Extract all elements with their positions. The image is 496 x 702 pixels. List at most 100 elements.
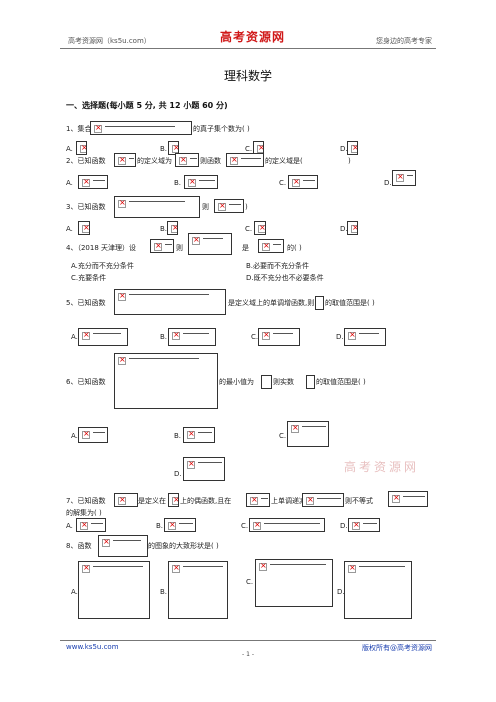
q6-option-d-label: D.	[174, 470, 182, 478]
q6-option-b-image	[183, 427, 215, 443]
broken-image-icon	[172, 563, 180, 573]
q2-text-e: )	[348, 157, 351, 165]
broken-image-icon	[218, 201, 226, 211]
broken-image-icon	[306, 495, 314, 505]
section-heading: 一、选择题(每小题 5 分, 共 12 小题 60 分)	[66, 101, 228, 110]
q5-option-b-image	[168, 328, 216, 346]
broken-image-icon	[118, 355, 126, 365]
q3-text-a: 3、已知函数	[66, 203, 106, 211]
broken-image-icon	[118, 155, 126, 165]
watermark: 高考资源网	[344, 460, 420, 474]
q5-option-d-image	[344, 328, 386, 346]
q7-option-a-label: A.	[66, 522, 73, 530]
q6-option-d-image	[183, 457, 225, 481]
broken-image-icon	[259, 561, 267, 571]
broken-image-icon	[80, 520, 88, 530]
q6-text-a: 6、已知函数	[66, 378, 106, 386]
broken-image-icon	[392, 493, 400, 503]
broken-image-icon	[171, 223, 177, 233]
q7-text-f: 的解集为( )	[66, 509, 102, 517]
q5-text-a: 5、已知函数	[66, 299, 106, 307]
q6-text-c: 则实数	[273, 378, 294, 386]
q2-option-a-image	[78, 175, 108, 189]
q4-option-a: A.充分而不充分条件	[71, 262, 134, 270]
q3-text-b: 则	[202, 203, 209, 211]
q8-text-a: 8、函数	[66, 542, 92, 550]
q8-text-b: 的图象的大致形状是( )	[148, 542, 219, 550]
broken-image-icon	[257, 143, 263, 153]
q7-option-d-image	[348, 518, 380, 532]
q3-option-a-label: A.	[66, 225, 73, 233]
broken-image-icon	[82, 223, 89, 233]
q6-option-b-label: B.	[174, 432, 182, 440]
broken-image-icon	[82, 177, 90, 187]
q2-formula-gx	[226, 153, 264, 167]
broken-image-icon	[118, 291, 126, 301]
header-logo: 高考资源网	[220, 30, 286, 44]
q5-option-c-label: C.	[251, 333, 259, 341]
broken-image-icon	[348, 563, 356, 573]
q8-option-c-graph	[255, 559, 333, 607]
broken-image-icon	[396, 172, 404, 182]
q1-option-d-image	[347, 141, 358, 155]
q5-option-c-image	[258, 328, 300, 346]
q1-text-post: 的真子集个数为( )	[193, 125, 250, 133]
q6-formula-min	[261, 375, 272, 389]
q6-option-c-label: C.	[279, 432, 287, 440]
q6-text-b: 的最小值为	[219, 378, 254, 386]
broken-image-icon	[179, 155, 187, 165]
page-header: 高考资源网（ks5u.com） 高考资源网 您身边的高考专家	[60, 30, 436, 49]
broken-image-icon	[187, 459, 195, 469]
q8-option-b-graph	[168, 561, 228, 619]
q8-option-d-graph	[344, 561, 412, 619]
footer-website-link[interactable]: www.ks5u.com	[66, 643, 119, 651]
q4-option-b: B.必要而不充分条件	[246, 262, 310, 270]
q1-formula-image	[90, 121, 192, 135]
broken-image-icon	[351, 223, 357, 233]
q7-text-b: 是定义在	[138, 497, 166, 505]
q7-option-c-label: C.	[241, 522, 249, 530]
header-right-text: 您身边的高考专家	[376, 37, 432, 45]
q7-text-e: 则不等式	[345, 497, 373, 505]
broken-image-icon	[82, 330, 90, 340]
broken-image-icon	[168, 520, 176, 530]
q8-option-a-graph	[78, 561, 150, 619]
broken-image-icon	[192, 235, 200, 245]
q8-option-a-label: A.	[71, 588, 78, 596]
q7-option-d-label: D.	[340, 522, 348, 530]
broken-image-icon	[102, 537, 110, 547]
q4-text-b: 则	[176, 244, 183, 252]
broken-image-icon	[253, 520, 261, 530]
q2-option-a-label: A.	[66, 179, 73, 187]
q2-text-b: 的定义域为	[137, 157, 172, 165]
q2-formula-fx	[114, 153, 136, 167]
q7-formula-fx	[114, 493, 138, 507]
q7-formula-value	[302, 493, 344, 507]
q2-option-b-image	[184, 175, 218, 189]
q4-formula-cond2	[258, 239, 284, 253]
q7-text-d: 上单调递减,	[271, 497, 309, 505]
broken-image-icon	[292, 177, 300, 187]
q4-formula-x	[150, 239, 174, 253]
broken-image-icon	[82, 563, 90, 573]
q6-formula-piecewise	[114, 353, 218, 409]
q1-option-b-image	[168, 141, 179, 155]
broken-image-icon	[250, 495, 258, 505]
q1-option-d-label: D.	[340, 145, 348, 153]
q2-option-d-image	[392, 170, 416, 186]
broken-image-icon	[262, 241, 270, 251]
q7-text-c: 上的偶函数,且在	[180, 497, 232, 505]
q7-option-b-label: B.	[156, 522, 164, 530]
q1-option-c-label: C.	[245, 145, 253, 153]
q2-text-a: 2、已知函数	[66, 157, 106, 165]
q5-text-c: 的取值范围是( )	[325, 299, 375, 307]
q3-option-b-image	[167, 221, 178, 235]
broken-image-icon	[118, 198, 126, 208]
page-footer: www.ks5u.com 版权所有@高考资源网	[60, 640, 436, 652]
q5-text-b: 是定义域上的单调增函数,则	[228, 299, 315, 307]
q8-formula-fx	[98, 535, 148, 557]
broken-image-icon	[172, 143, 178, 153]
broken-image-icon	[262, 330, 270, 340]
q2-text-d: 的定义域是(	[265, 157, 303, 165]
q5-option-b-label: B.	[160, 333, 168, 341]
